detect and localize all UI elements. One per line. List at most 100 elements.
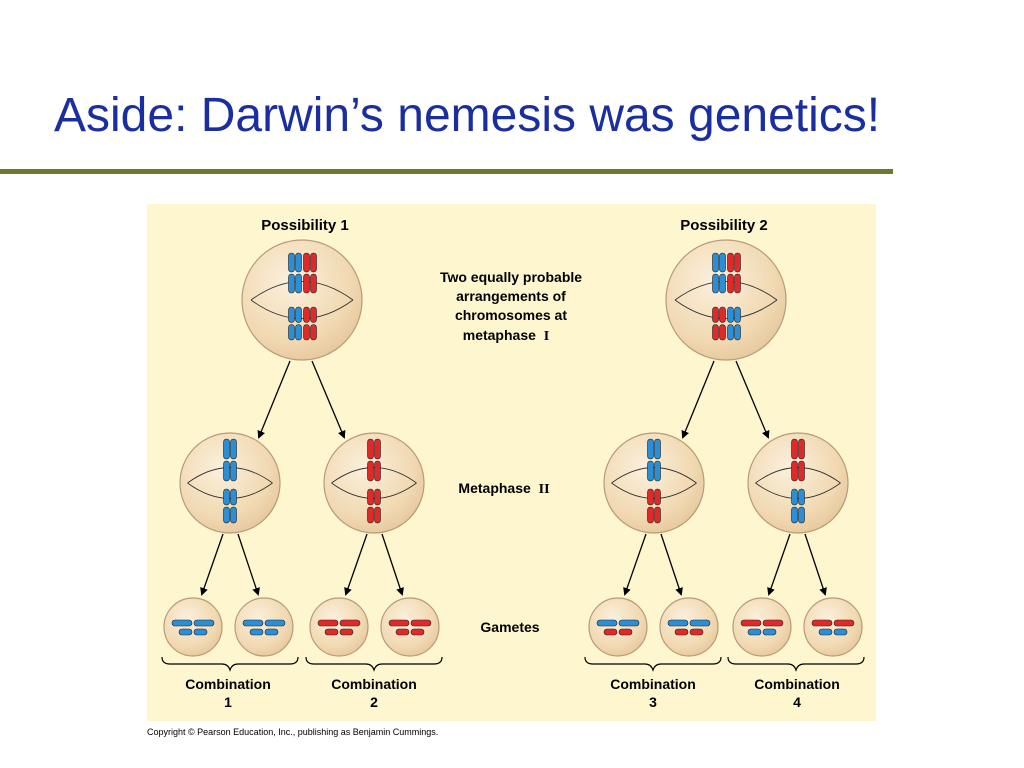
metaphase-i-cell-possibility-2: [665, 239, 787, 361]
chromosome-arm: [249, 628, 264, 636]
chromatid-arm: [719, 273, 726, 294]
spindle-fiber: [250, 281, 354, 301]
spindle-fiber: [187, 467, 273, 484]
cell-membrane: [803, 597, 863, 657]
chromatid-arm: [288, 252, 295, 273]
cell-membrane: [732, 597, 792, 657]
cell-membrane: [588, 597, 648, 657]
spindle-fiber: [250, 299, 354, 319]
gamete-3: [309, 597, 369, 657]
cell-membrane: [665, 239, 787, 361]
chromatid-arm: [719, 252, 726, 273]
chromosome-arm: [193, 619, 215, 627]
chromosome-arm: [264, 619, 286, 627]
chromosome-large: [740, 619, 784, 627]
arrow-m2-left: [344, 533, 368, 596]
arrow-p1-left: [257, 360, 291, 439]
metaphase-ii-cell-3: [603, 432, 705, 534]
chromatid-arm: [647, 438, 654, 460]
chromosome-small: [603, 628, 633, 636]
chromosome-arm: [740, 619, 762, 627]
cells-layer: [163, 239, 863, 657]
chromatid-arm: [734, 324, 741, 341]
chromosome-arm: [242, 619, 264, 627]
arrow-m3-left: [623, 533, 647, 596]
chromosome-small: [249, 628, 279, 636]
chromatid-arm: [288, 273, 295, 294]
chromosome-arm: [762, 619, 784, 627]
metaphase-ii-cell-2: [323, 432, 425, 534]
chromosome-arm: [178, 628, 193, 636]
combination-2-number: 2: [370, 694, 378, 710]
possibility-1-label: Possibility 1: [261, 217, 349, 234]
gamete-2: [234, 597, 294, 657]
chromatid-arm: [310, 306, 317, 323]
chromosome-arm: [618, 628, 633, 636]
chromatid-arm: [734, 306, 741, 323]
chromosome-large: [171, 619, 215, 627]
chromatid-arm: [712, 306, 719, 323]
chromosome-arm: [689, 628, 704, 636]
chromatid-arm: [374, 506, 381, 524]
chromosome-large: [317, 619, 361, 627]
chromosome-large: [712, 252, 726, 294]
chromosome-small: [818, 628, 848, 636]
chromosome-large: [367, 438, 381, 482]
combination-4-label: Combination: [754, 676, 840, 692]
chromosome-arm: [410, 628, 425, 636]
chromosome-small: [324, 628, 354, 636]
arrow-p2-left: [681, 360, 715, 439]
chromatid-arm: [295, 306, 302, 323]
note-line-3: chromosomes at: [455, 307, 567, 323]
cell-membrane: [241, 239, 363, 361]
chromosome-large: [596, 619, 640, 627]
chromosome-arm: [317, 619, 339, 627]
chromatid-arm: [654, 506, 661, 524]
note-line-4-text: metaphase: [463, 327, 536, 343]
cell-membrane: [309, 597, 369, 657]
combination-1-brace: [161, 656, 299, 672]
chromosome-arm: [618, 619, 640, 627]
chromatid-arm: [791, 506, 798, 524]
combination-4-number: 4: [793, 694, 801, 710]
note-line-4: metaphase I: [463, 327, 550, 344]
spindle-fiber: [331, 467, 417, 484]
arrow-m2-right: [381, 533, 404, 596]
metaphase-i-numeral: I: [544, 329, 549, 344]
chromatid-arm: [303, 324, 310, 341]
chromosome-small: [367, 488, 381, 524]
chromatid-arm: [734, 252, 741, 273]
spindle-fiber: [755, 467, 841, 484]
chromosome-small: [395, 628, 425, 636]
combination-3-label: Combination: [610, 676, 696, 692]
gamete-4: [380, 597, 440, 657]
arrow-m3-right: [660, 533, 683, 596]
combination-1-label: Combination: [185, 676, 271, 692]
cell-membrane: [323, 432, 425, 534]
chromatid-arm: [367, 460, 374, 482]
chromosome-arm: [324, 628, 339, 636]
spindle-fiber: [331, 482, 417, 499]
chromosome-small: [178, 628, 208, 636]
combination-2-brace: [305, 656, 443, 672]
chromosome-small: [747, 628, 777, 636]
chromatid-arm: [303, 273, 310, 294]
cell-membrane: [603, 432, 705, 534]
chromatid-arm: [230, 506, 237, 524]
chromosome-arm: [193, 628, 208, 636]
metaphase-i-cell-possibility-1: [241, 239, 363, 361]
chromatid-arm: [230, 488, 237, 506]
chromatid-arm: [791, 438, 798, 460]
arrow-m4-right: [804, 533, 827, 596]
chromosome-large: [727, 252, 741, 294]
cell-membrane: [659, 597, 719, 657]
chromosome-arm: [395, 628, 410, 636]
spindle-fiber: [755, 482, 841, 499]
chromatid-arm: [295, 252, 302, 273]
chromatid-arm: [798, 488, 805, 506]
chromosome-large: [303, 252, 317, 294]
metaphase-ii-numeral: II: [539, 482, 550, 497]
gamete-5: [588, 597, 648, 657]
combination-2-label: Combination: [331, 676, 417, 692]
chromatid-arm: [288, 306, 295, 323]
